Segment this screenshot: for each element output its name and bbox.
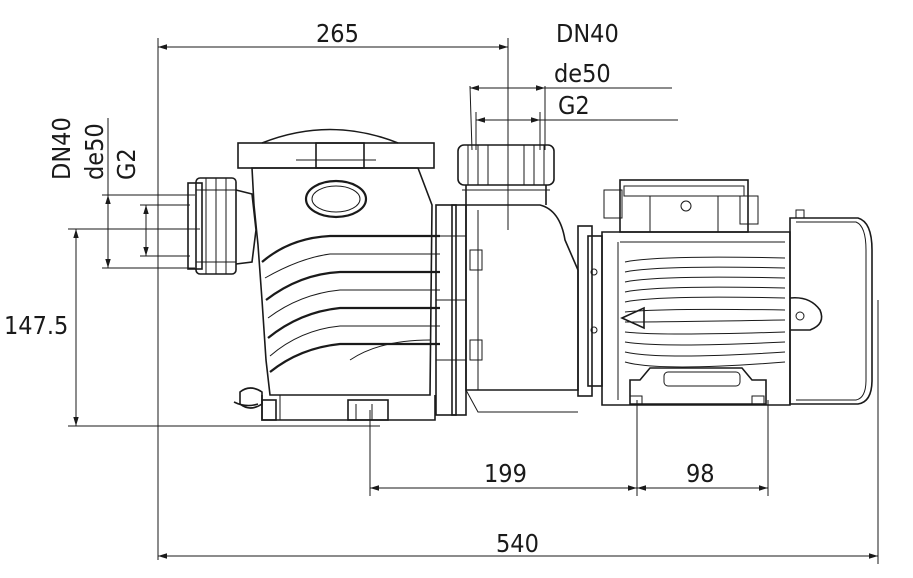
outlet-de-label: de50 — [554, 59, 611, 88]
feet-distance-label: 199 — [484, 459, 527, 488]
outlet-thread-label: G2 — [558, 91, 590, 120]
height-dimension-label: 147.5 — [4, 311, 68, 340]
dimension-overall-top: 265 — [316, 19, 359, 48]
dimension-lines — [68, 38, 879, 564]
inlet-dn-label: DN40 — [47, 117, 76, 180]
motor-feet-label: 98 — [686, 459, 715, 488]
outlet-dn-label: DN40 — [556, 19, 619, 48]
overall-length-label: 540 — [496, 529, 539, 558]
inlet-de-label: de50 — [80, 123, 109, 180]
inlet-thread-label: G2 — [112, 148, 141, 180]
pump-body — [187, 128, 873, 421]
